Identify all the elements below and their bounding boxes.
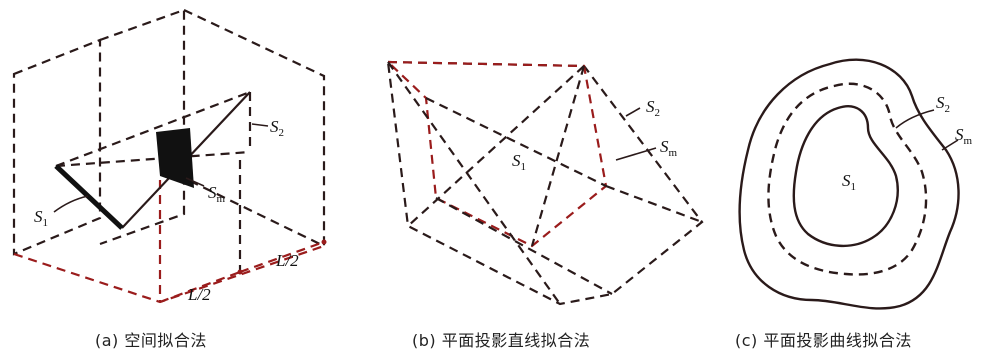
caption-panel-b: (b) 平面投影直线拟合法 bbox=[412, 331, 591, 350]
panel-b-diagram: S1 S2 Sm bbox=[385, 60, 704, 306]
panel-c-diagram: S1 S2 Sm bbox=[738, 58, 973, 310]
label-sm-b: Sm bbox=[660, 137, 678, 159]
section-sm-slab bbox=[156, 128, 194, 188]
edge-5 bbox=[605, 184, 703, 224]
panel-a-diagram: S1 S2 Sm L/2 L/2 bbox=[12, 8, 327, 304]
plane-right bbox=[183, 9, 326, 248]
plane-left bbox=[12, 38, 102, 256]
leader-s2 bbox=[251, 123, 269, 127]
label-s1-c: S1 bbox=[842, 171, 856, 193]
edge-6 bbox=[435, 197, 613, 295]
section-s1 bbox=[54, 164, 124, 230]
edge-2 bbox=[407, 65, 585, 227]
fitted-surface-diag bbox=[55, 150, 251, 168]
leader-s2-c bbox=[895, 109, 935, 129]
dimension-node-2 bbox=[321, 239, 327, 245]
label-s2-c: S2 bbox=[936, 93, 950, 115]
leader-s2-b bbox=[625, 107, 641, 117]
edge-3 bbox=[425, 97, 607, 187]
label-s2-b: S2 bbox=[646, 97, 660, 119]
label-l-half-1: L/2 bbox=[187, 285, 211, 304]
edge-1 bbox=[387, 61, 561, 305]
label-sm-a: Sm bbox=[208, 183, 226, 205]
leader-sm bbox=[185, 177, 205, 187]
leader-s1 bbox=[53, 195, 89, 213]
label-s1-b: S1 bbox=[512, 151, 526, 173]
label-sm-c: Sm bbox=[955, 125, 973, 147]
polygon-s2 bbox=[386, 60, 704, 306]
dimension-node-1 bbox=[237, 269, 243, 275]
label-l-half-2: L/2 bbox=[275, 251, 299, 270]
plane-middle bbox=[99, 8, 186, 246]
edge-4 bbox=[530, 65, 586, 247]
caption-panel-a: (a) 空间拟合法 bbox=[95, 331, 207, 350]
polygon-sm bbox=[385, 60, 608, 248]
fitted-surface-top bbox=[55, 90, 251, 168]
leader-sm-c bbox=[941, 139, 959, 151]
leader-sm-b bbox=[615, 147, 657, 161]
curve-sm bbox=[767, 82, 928, 276]
caption-panel-c: (c) 平面投影曲线拟合法 bbox=[735, 331, 912, 350]
curve-s2 bbox=[738, 58, 960, 310]
curve-s1 bbox=[792, 105, 899, 248]
label-s1-a: S1 bbox=[34, 207, 48, 229]
label-s2-a: S2 bbox=[270, 117, 284, 139]
